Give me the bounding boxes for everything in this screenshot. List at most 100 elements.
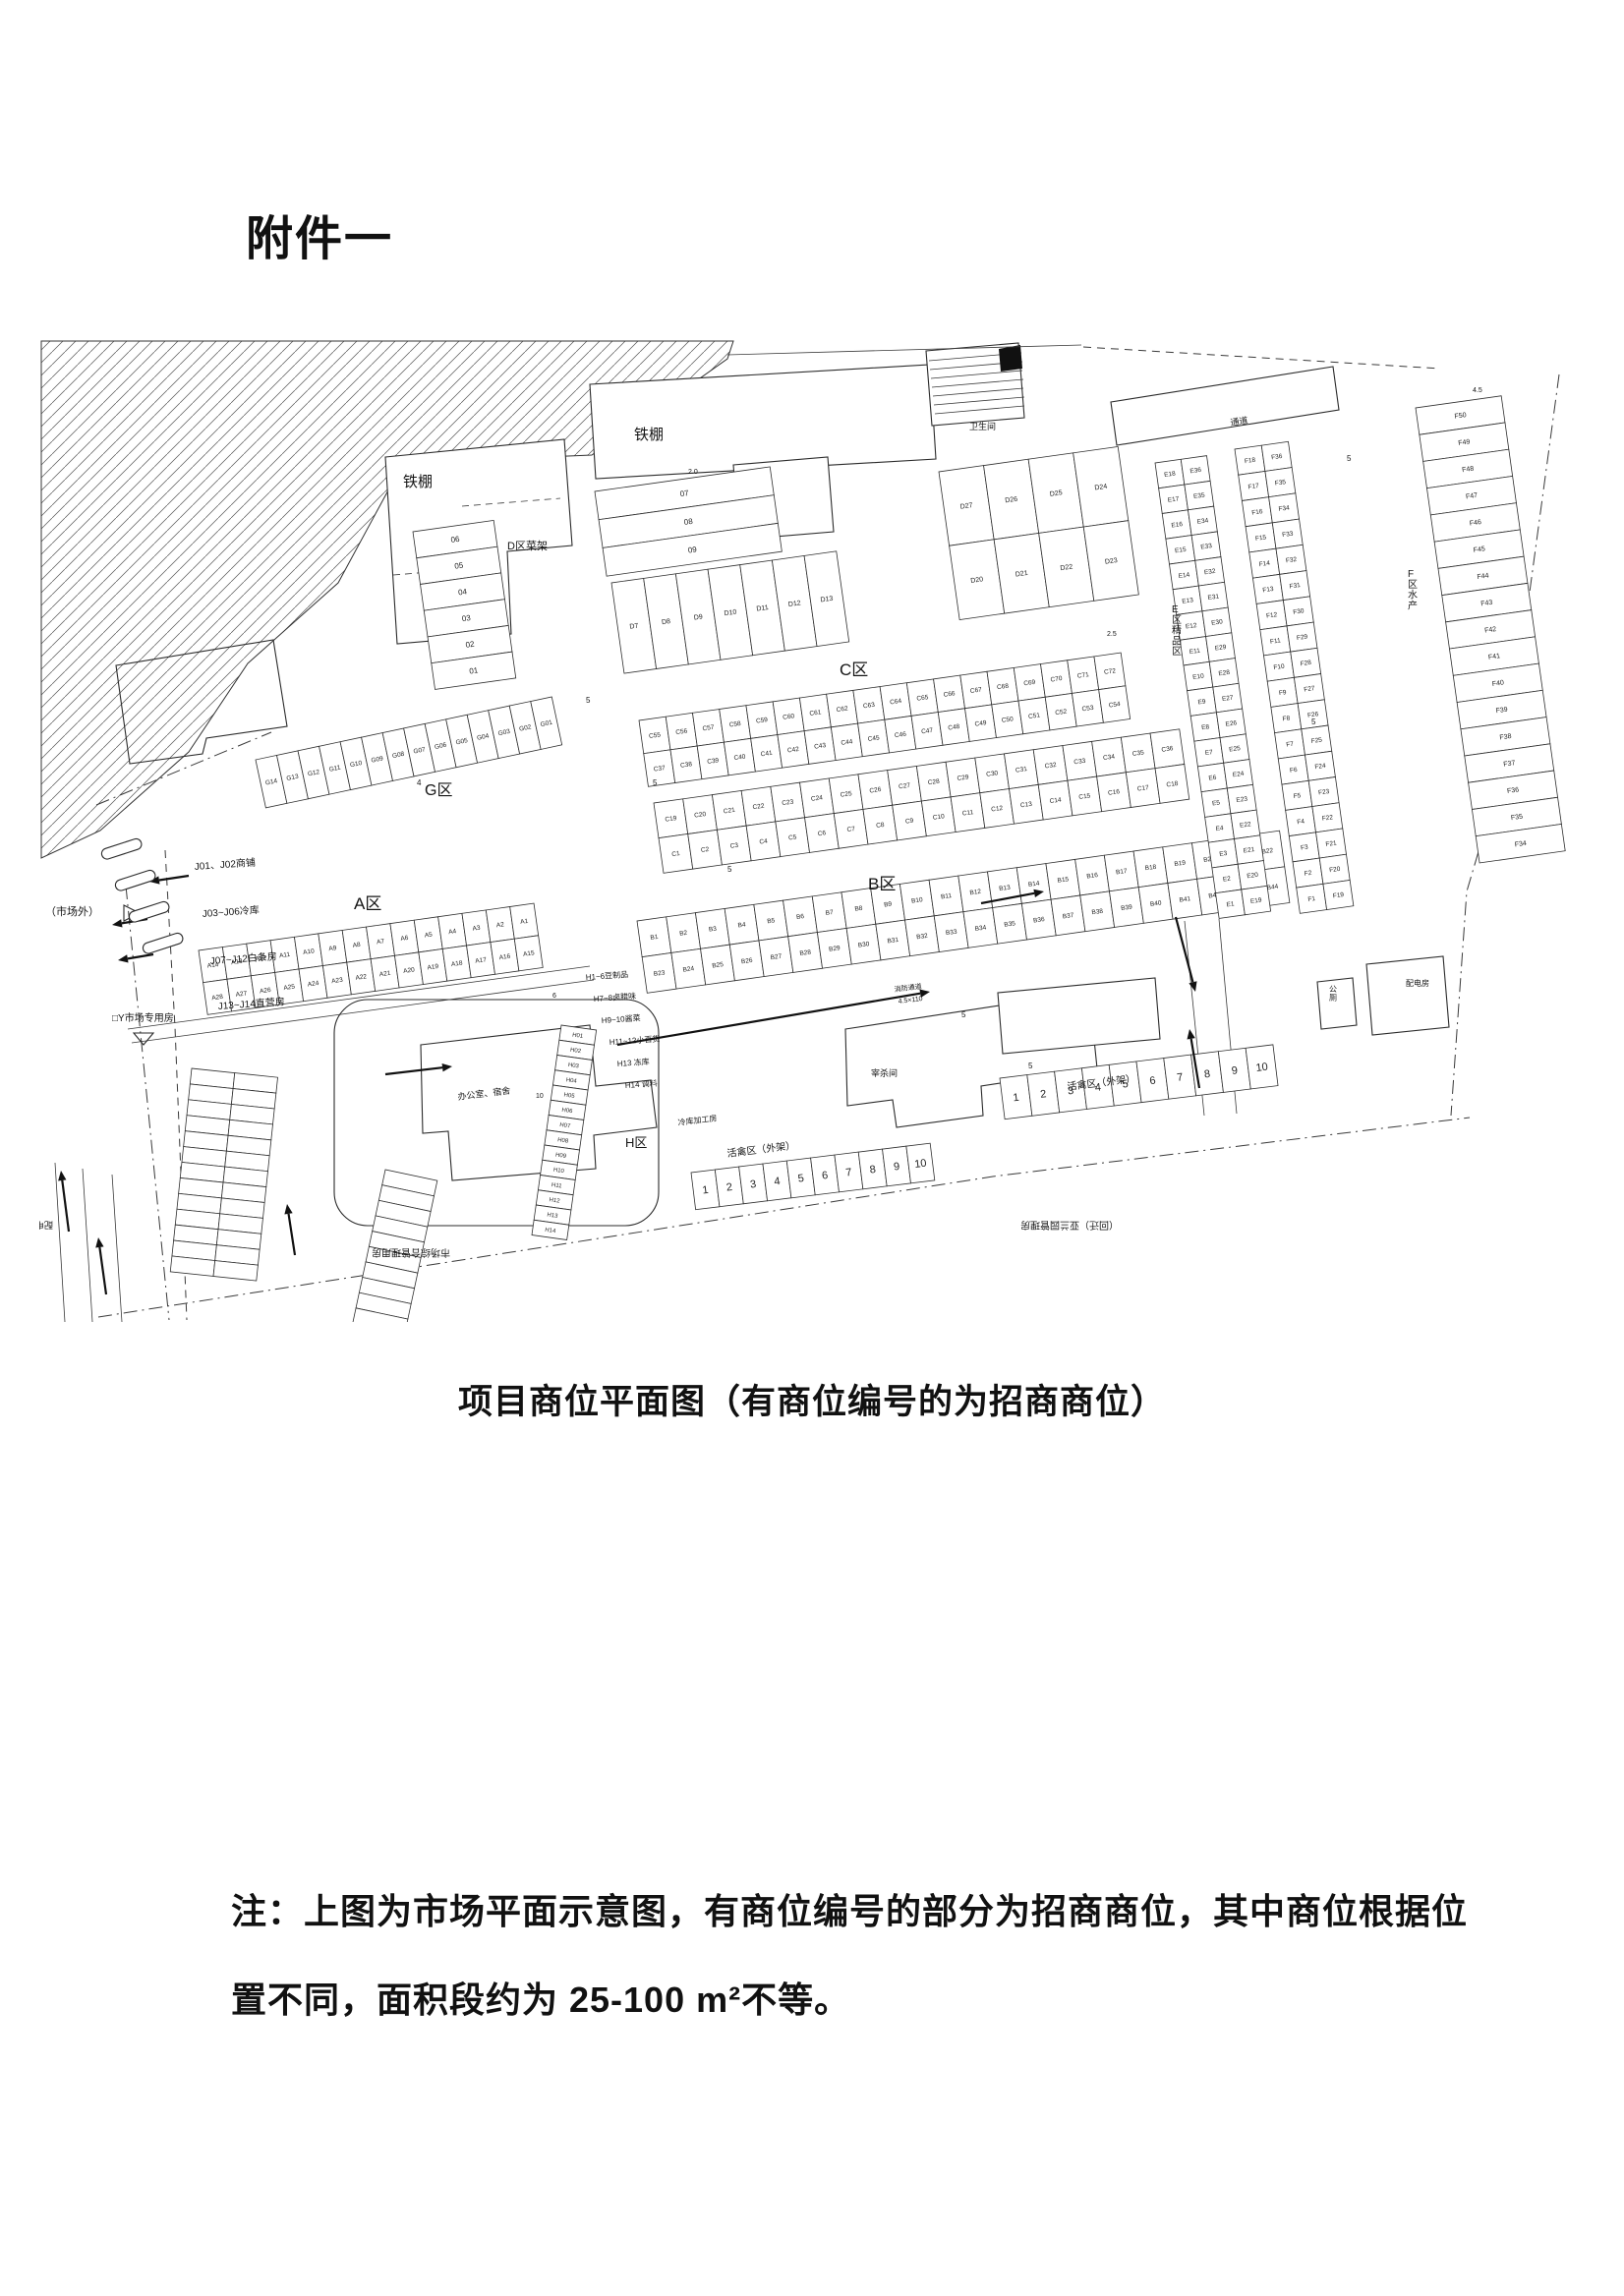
stall-label: C48 [948,723,960,732]
stall-label: E7 [1204,749,1213,757]
stall-label: C33 [1073,758,1086,767]
plan-label: H7~8卤腊味 [593,991,636,1004]
stall-label: C55 [649,731,662,740]
stall-label: A23 [331,977,344,986]
stall-label: C40 [733,754,746,763]
stall-label: C61 [809,709,822,718]
stall-label: D26 [1005,496,1018,505]
office-dormitory-building [420,1024,658,1181]
stall-label: C49 [974,719,987,728]
plan-label: H9~10酱菜 [601,1012,640,1025]
stall-label: E32 [1204,568,1217,577]
stall-label: C47 [921,727,934,736]
stall-label: 2 [1040,1088,1048,1101]
stall-label: B4 [737,921,746,929]
stall-label: F38 [1499,733,1512,742]
stall-cell [905,1142,936,1184]
stall-label: G04 [477,732,491,741]
stall-label: B7 [825,909,834,917]
stall-label: C34 [1103,754,1116,763]
plan-label: 卫生间 [969,421,996,431]
stall-label: G11 [328,764,341,773]
plan-label: J03~J06冷库 [202,903,260,920]
stall-label: E15 [1175,546,1188,555]
plan-label: 6 [552,993,556,1000]
west-road-lines [54,1162,123,1322]
stall-label: 5 [797,1173,805,1185]
stall-label: B12 [969,889,982,897]
stall-label: C72 [1104,667,1117,676]
stall-label: A2 [495,921,504,929]
stall-label: G09 [371,755,384,764]
stall-label: 3 [1067,1085,1074,1098]
stall-label: A3 [472,925,481,933]
figure-caption: 项目商位平面图（有商位编号的为招商商位） [457,1383,1166,1421]
stall-label: C43 [814,742,827,751]
stall-label: E30 [1211,618,1224,627]
plan-label: 2.0 [688,469,698,476]
stall-label: H04 [565,1077,577,1085]
stall-label: D20 [970,576,984,585]
stall-label: C50 [1001,716,1014,724]
stall-label: B37 [1062,912,1074,921]
stall-cell [531,1219,570,1240]
stall-label: B29 [829,945,841,953]
stall-label: G02 [519,723,533,732]
stall-label: F25 [1310,737,1322,746]
stall-label: C68 [997,683,1010,692]
stall-label: G06 [435,742,448,751]
flow-arrow-icon [284,1204,297,1256]
stall-label: F41 [1488,653,1501,661]
stall-label: C41 [760,750,773,759]
plan-label: J01、J02商铺 [194,856,256,873]
stall-label: D9 [693,613,703,621]
stall-label: C26 [869,786,882,795]
stall-label: H05 [563,1092,575,1100]
stall-label: F44 [1477,573,1489,582]
plan-label: 5 [1347,454,1352,463]
stall-label: E26 [1225,719,1238,728]
flow-arrow-icon [1187,1029,1201,1089]
stall-label: F18 [1245,457,1256,466]
plan-label: 10 [536,1093,544,1100]
stall-label: 5 [1122,1078,1130,1091]
stall-label: G03 [497,728,511,737]
toilet-block-north [925,342,1025,427]
stall-label: C44 [841,738,853,747]
stall-label: C63 [863,702,876,711]
stall-label: F8 [1282,715,1291,722]
stall-label: E36 [1189,467,1202,476]
stall-cell [1475,824,1566,864]
plan-label: 5 [1028,1062,1033,1070]
flow-arrow-icon [980,889,1044,905]
stall-label: C66 [943,690,956,699]
stall-label: C31 [1015,766,1028,775]
stall-label: C52 [1055,709,1068,718]
stall-label: C25 [840,790,852,799]
stall-label: F42 [1484,626,1497,635]
stall-label: 7 [845,1167,853,1179]
stall-label: C70 [1050,675,1063,684]
stall-label: A15 [523,949,536,958]
plan-label: 公厕 [1329,985,1337,1003]
plan-label: 5 [727,865,732,874]
stall-label: E11 [1189,648,1200,657]
stall-label: F3 [1301,844,1309,852]
plan-label: 5 [1311,718,1316,726]
kiosk-pill [100,837,143,860]
stall-label: D27 [959,502,973,511]
stall-label: F10 [1273,663,1285,672]
stall-label: A5 [424,932,433,940]
stall-label: F24 [1314,763,1326,772]
plan-label: 消防通道 [894,982,922,994]
stall-label: F5 [1293,792,1302,800]
stall-cell [431,651,517,690]
stall-label: F30 [1293,607,1305,616]
stall-label: B25 [712,961,725,970]
stall-label: A13 [231,958,244,967]
attachment-title: 附件一 [246,213,394,265]
